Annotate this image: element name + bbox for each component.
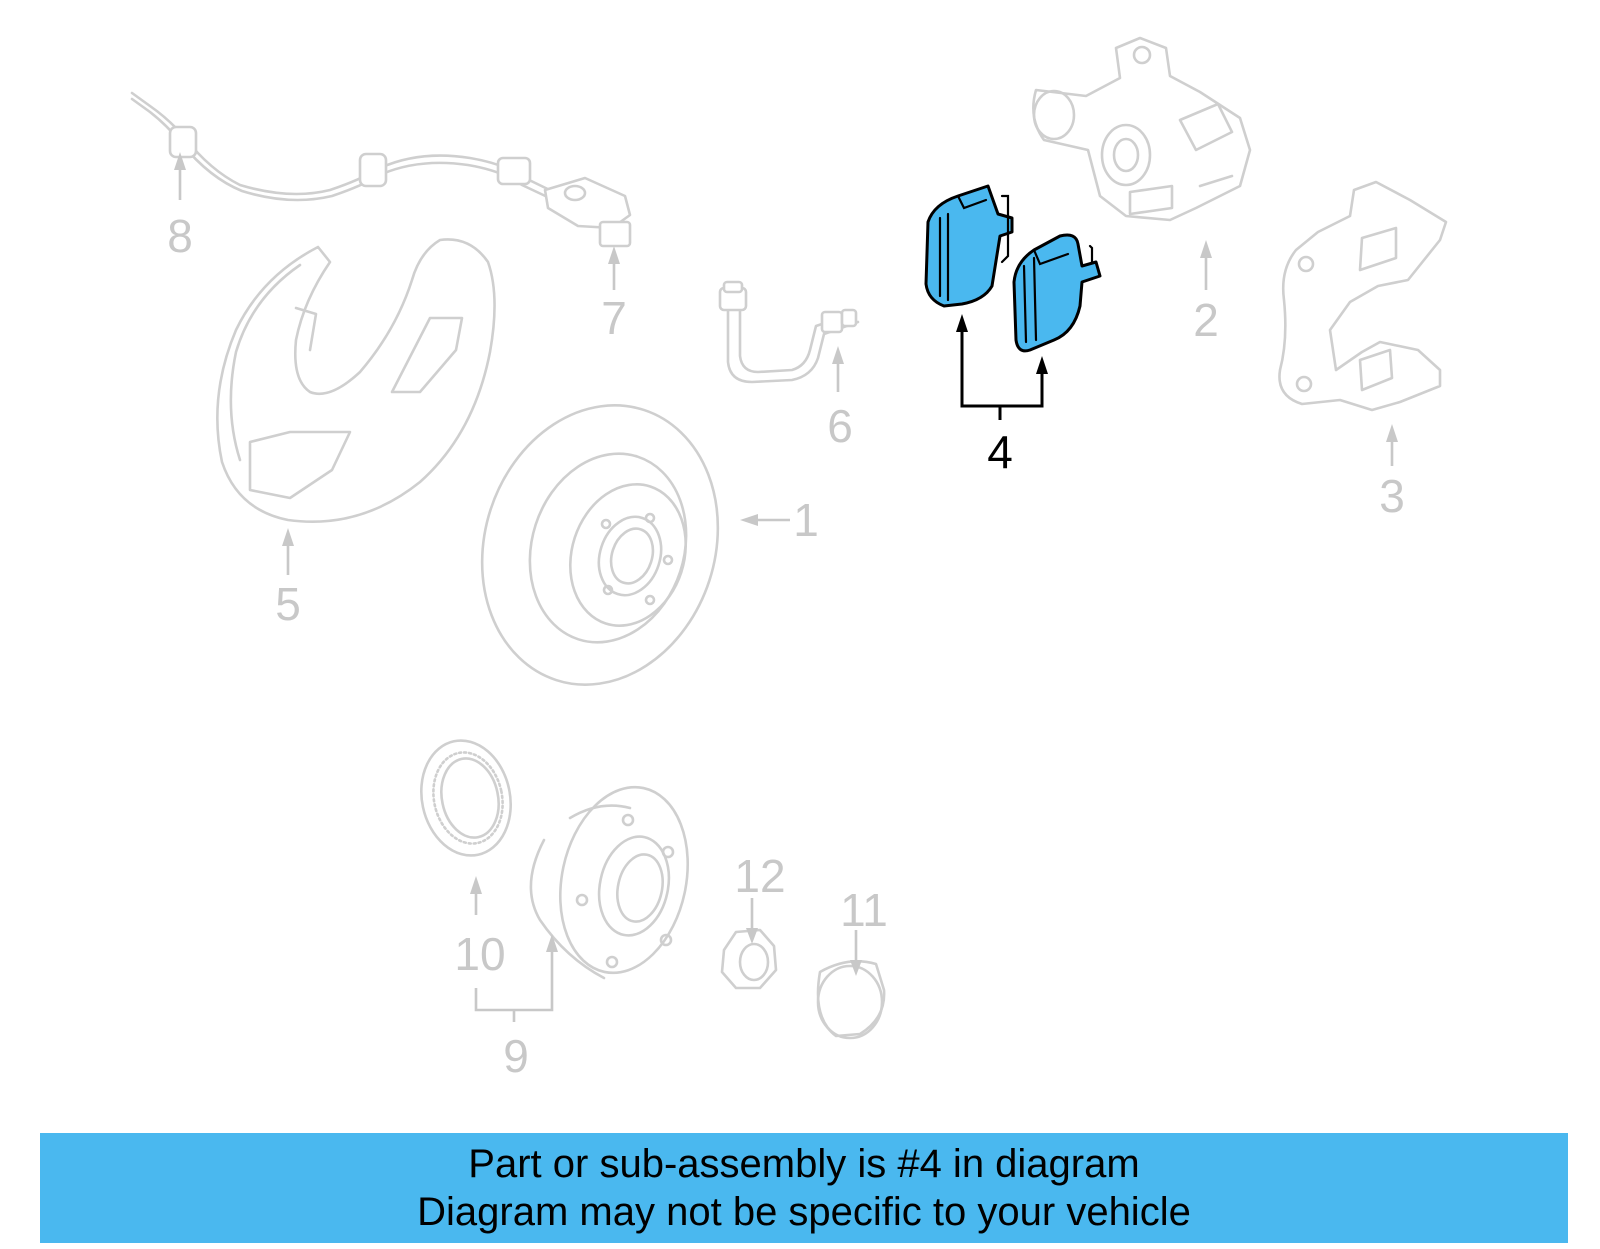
callout-11[interactable]: 11 — [840, 884, 888, 936]
part-7-speed-sensor — [543, 176, 632, 248]
part-8-abs-sensor-wire — [130, 91, 562, 203]
pad-right-shape — [1012, 233, 1102, 353]
callout-9[interactable]: 9 — [503, 1030, 529, 1082]
part-1-brake-rotor — [480, 404, 720, 686]
part-3-caliper-bracket — [1278, 180, 1448, 412]
part-6-brake-hose — [718, 280, 860, 384]
part-9-wheel-hub — [529, 785, 690, 980]
banner-line-1: Part or sub-assembly is #4 in diagram — [468, 1142, 1140, 1186]
part-5-splash-shield — [216, 238, 496, 524]
part-10-abs-ring — [420, 739, 512, 857]
callout-4[interactable]: 4 — [987, 426, 1013, 478]
part-4-brake-pads[interactable] — [924, 184, 1102, 353]
callout-7[interactable]: 7 — [601, 292, 627, 344]
callout-3[interactable]: 3 — [1379, 470, 1405, 522]
callout-leaders — [174, 152, 1398, 1022]
brake-pad-right[interactable] — [1012, 233, 1102, 353]
callout-6[interactable]: 6 — [827, 400, 853, 452]
part-12-hub-nut — [720, 928, 778, 990]
callout-2[interactable]: 2 — [1193, 294, 1219, 346]
callout-10[interactable]: 10 — [454, 928, 505, 980]
callout-12[interactable]: 12 — [734, 850, 785, 902]
callout-8[interactable]: 8 — [167, 210, 193, 262]
banner-line-2: Diagram may not be specific to your vehi… — [417, 1190, 1191, 1234]
callout-labels: 8 7 5 6 1 2 3 4 10 9 12 11 — [167, 210, 1405, 1082]
callout-4-leader — [956, 314, 1048, 420]
info-banner: Part or sub-assembly is #4 in diagram Di… — [40, 1133, 1568, 1243]
callout-5[interactable]: 5 — [275, 578, 301, 630]
callout-1[interactable]: 1 — [793, 494, 819, 546]
part-11-dust-cap — [816, 960, 886, 1040]
part-2-caliper — [1032, 36, 1252, 222]
brake-pad-left[interactable] — [924, 184, 1014, 308]
